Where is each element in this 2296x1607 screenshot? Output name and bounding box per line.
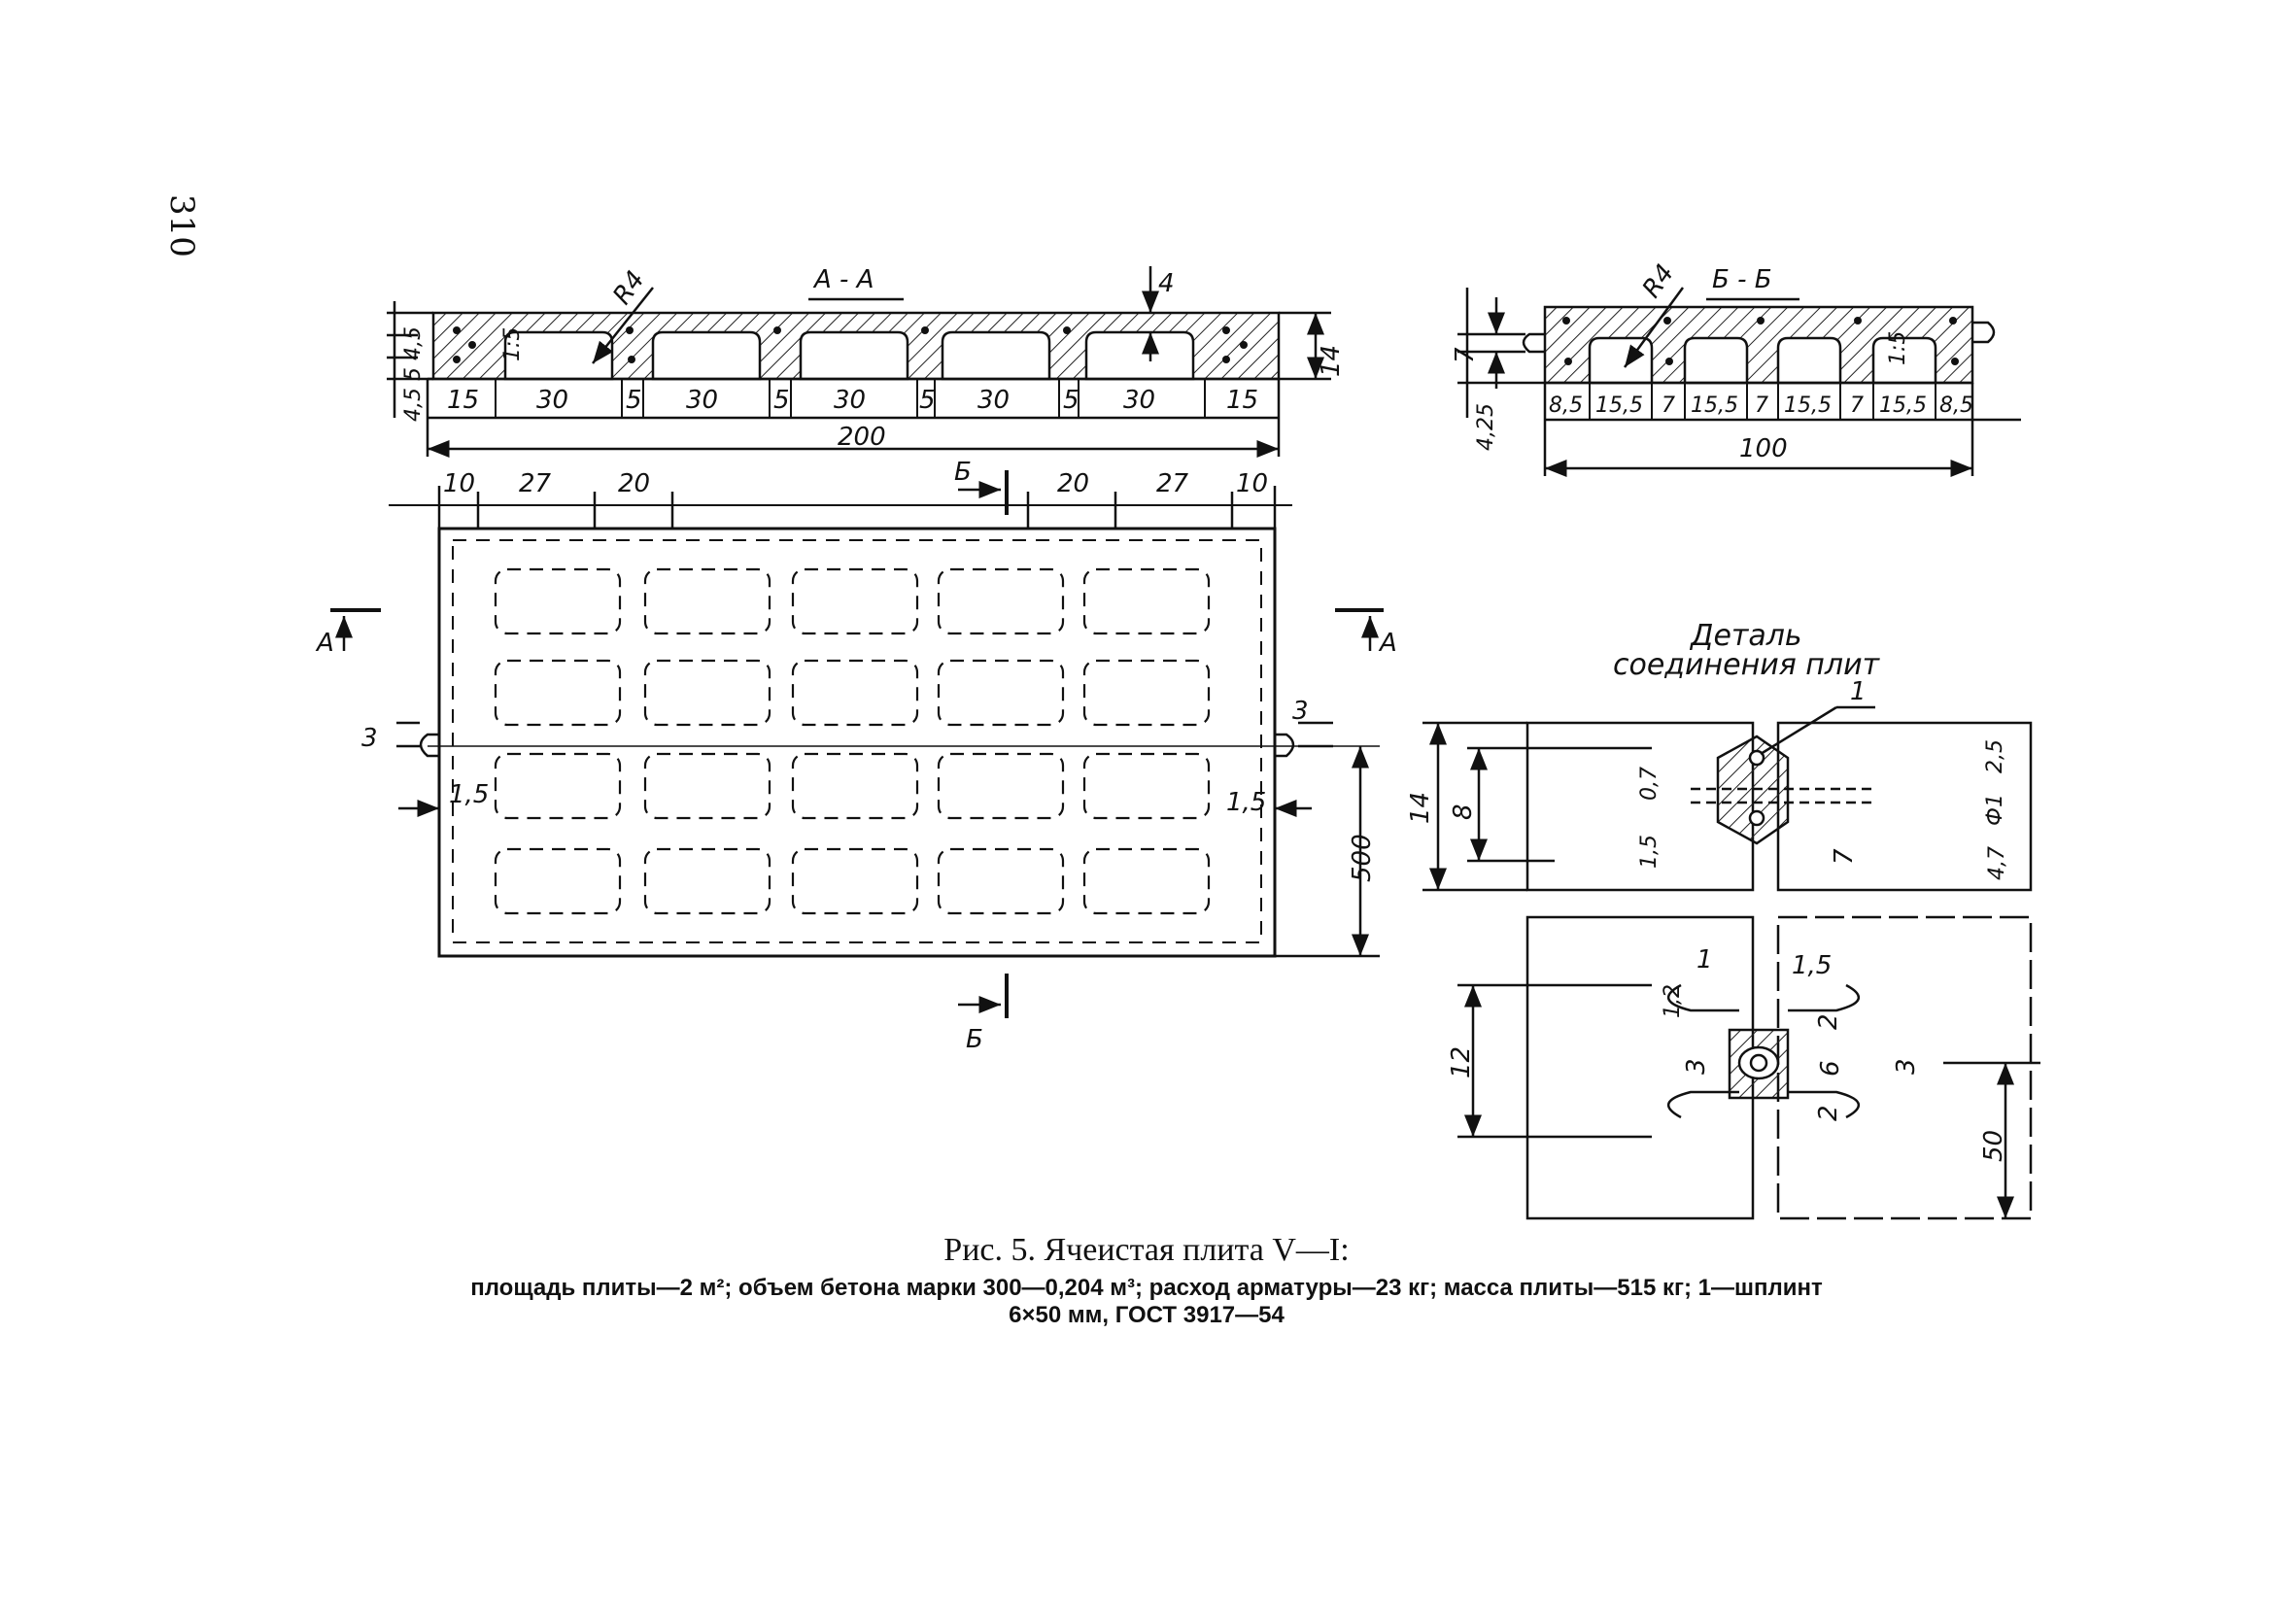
section-bb-total: 100: [1739, 434, 1788, 463]
plan-cell: [1082, 567, 1211, 635]
section-bb-dim-7: 7: [1451, 347, 1480, 363]
aa-seg-9: 30: [1123, 386, 1155, 415]
aa-seg-7: 30: [977, 386, 1010, 415]
detail-lower-12: 12: [1447, 1046, 1476, 1078]
page-number: 310: [162, 194, 201, 257]
plan-dim-3-right: 3: [1292, 697, 1309, 726]
plan-top-dim-2: 20: [618, 469, 650, 498]
aa-seg-2: 5: [626, 386, 642, 415]
aa-seg-10: 15: [1226, 386, 1258, 415]
plan-cell: [791, 567, 919, 635]
aa-seg-4: 5: [773, 386, 790, 415]
plan-cell: [1082, 659, 1211, 727]
plan-dim-15-right: 1,5: [1226, 788, 1266, 817]
section-aa-chamfer: 1:5: [500, 327, 525, 361]
section-bb-radius: R4: [1637, 259, 1680, 304]
section-aa-left-dims: 4,5 5 4,5: [401, 326, 426, 422]
detail-lower-2a: 2: [1814, 1013, 1843, 1030]
section-aa-title: А - А: [812, 265, 874, 294]
bb-seg-3: 15,5: [1691, 393, 1738, 418]
detail-upper-7: 7: [1830, 848, 1859, 865]
detail-callout-1: 1: [1850, 677, 1867, 706]
plan-cut-b-top: Б: [954, 458, 972, 487]
plan-cell: [494, 752, 622, 820]
section-bb: Б - Б 1:5 R4 7 4,25: [1451, 259, 2021, 477]
plan-dim-15-left: 1,5: [449, 780, 489, 809]
section-aa-height: 14: [1317, 345, 1346, 377]
plan-cell: [643, 567, 771, 635]
bb-seg-1: 15,5: [1595, 393, 1643, 418]
detail-upper-25: 2,5: [1983, 739, 2007, 773]
plan-cell: [937, 847, 1065, 915]
detail-title-2: соединения плит: [1613, 648, 1881, 682]
plan-view: 10 27 20 20 27 10 Б Б А А 3 1,5 3 1,5: [315, 458, 1397, 1054]
plan-top-dim-4: 27: [1156, 469, 1189, 498]
aa-seg-6: 5: [919, 386, 936, 415]
plan-cell: [791, 752, 919, 820]
plan-cut-a-right: А: [1378, 629, 1397, 658]
plan-cell: [1082, 847, 1211, 915]
plan-cell: [791, 659, 919, 727]
plan-cell: [494, 847, 622, 915]
plan-dim-500: 500: [1348, 834, 1377, 882]
detail-lower-12b: 1,2: [1661, 984, 1685, 1018]
plan-dim-3-left: 3: [361, 724, 378, 753]
aa-seg-8: 5: [1063, 386, 1079, 415]
plan-cell: [1082, 752, 1211, 820]
figure-caption-line1: площадь плиты—2 м²; объем бетона марки 3…: [470, 1275, 1823, 1301]
detail-lower-15: 1,5: [1792, 951, 1832, 980]
plan-top-dim-5: 10: [1236, 469, 1268, 498]
bb-seg-0: 8,5: [1549, 393, 1583, 418]
detail-lower-3b: 3: [1892, 1058, 1921, 1075]
plan-top-dim-3: 20: [1057, 469, 1089, 498]
aa-seg-0: 15: [447, 386, 479, 415]
detail-upper-47: 4,7: [1985, 846, 2009, 880]
detail-upper-phi: Ф1: [1983, 794, 2007, 826]
detail-lower-1: 1: [1696, 945, 1713, 974]
bb-seg-6: 7: [1850, 393, 1864, 418]
section-bb-title: Б - Б: [1712, 265, 1772, 294]
section-bb-dim-425: 4,25: [1474, 403, 1498, 451]
aa-seg-3: 30: [686, 386, 718, 415]
figure-caption-line2: 6×50 мм, ГОСТ 3917—54: [1009, 1302, 1285, 1328]
bb-seg-5: 15,5: [1784, 393, 1832, 418]
detail-title-1: Деталь: [1689, 619, 1802, 653]
plan-cell: [937, 659, 1065, 727]
aa-seg-1: 30: [536, 386, 568, 415]
plan-cell: [643, 659, 771, 727]
aa-seg-5: 30: [834, 386, 866, 415]
plan-cell: [791, 847, 919, 915]
figure-title: Рис. 5. Ячеистая плита V—I:: [943, 1232, 1350, 1268]
plan-cell: [643, 752, 771, 820]
detail-lower-50: 50: [1979, 1130, 2008, 1162]
bb-seg-4: 7: [1755, 393, 1768, 418]
detail-upper-07: 0,7: [1637, 767, 1662, 801]
plan-top-dim-0: 10: [443, 469, 475, 498]
figure-caption: Рис. 5. Ячеистая плита V—I: площадь плит…: [243, 1232, 2050, 1329]
plan-cell: [937, 567, 1065, 635]
detail-lower-2b: 2: [1814, 1105, 1843, 1121]
plan-cell: [643, 847, 771, 915]
detail-upper-14: 14: [1406, 792, 1435, 824]
section-aa: А - А 1:5 R4 4 14: [387, 265, 1346, 458]
plan-cell: [937, 752, 1065, 820]
detail-upper-8: 8: [1449, 804, 1478, 820]
bb-seg-2: 7: [1662, 393, 1675, 418]
bb-seg-8: 8,5: [1939, 393, 1973, 418]
detail-view: Деталь соединения плит 1 14 8 0,7 1,5 2,…: [1406, 619, 2040, 1220]
detail-lower-6: 6: [1816, 1060, 1845, 1077]
plan-cell: [494, 659, 622, 727]
section-bb-chamfer: 1:5: [1886, 331, 1910, 365]
plan-cut-a-left: А: [315, 629, 334, 658]
plan-top-dim-1: 27: [519, 469, 552, 498]
detail-upper-15: 1,5: [1637, 835, 1662, 869]
section-aa-radius: R4: [607, 266, 650, 311]
section-aa-top-thickness: 4: [1158, 269, 1175, 298]
detail-lower-3a: 3: [1682, 1058, 1711, 1075]
plan-cell: [494, 567, 622, 635]
plan-cut-b-bottom: Б: [966, 1025, 983, 1054]
bb-seg-7: 15,5: [1879, 393, 1927, 418]
section-aa-total: 200: [838, 423, 886, 452]
